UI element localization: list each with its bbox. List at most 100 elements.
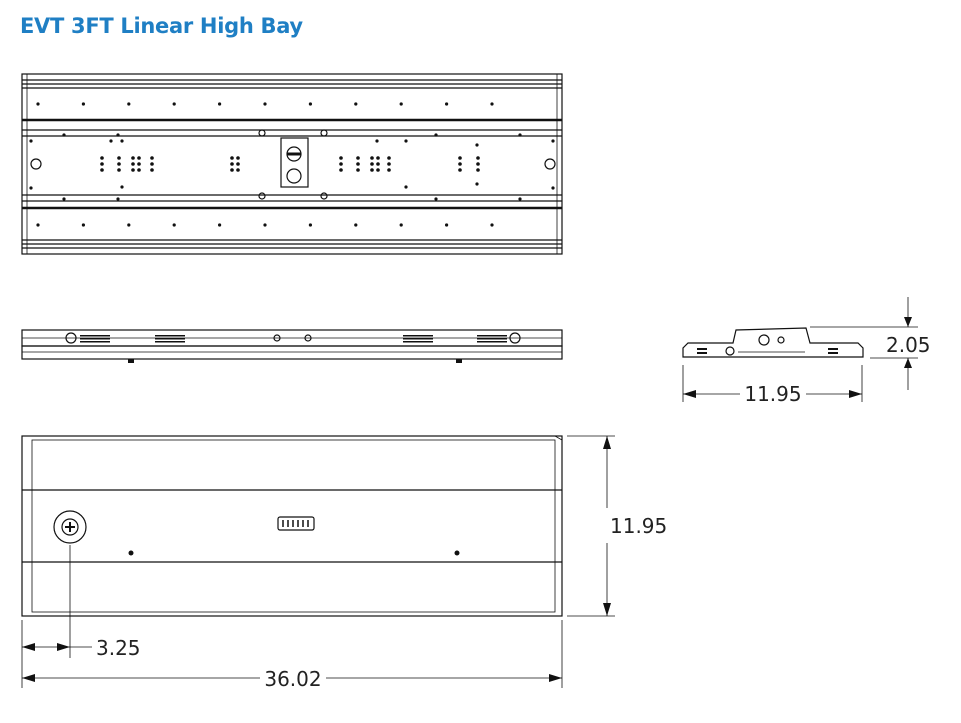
mounting-hole bbox=[263, 102, 267, 106]
vent-slot bbox=[403, 335, 433, 337]
mounting-hole bbox=[236, 156, 240, 160]
mounting-hole bbox=[100, 168, 104, 172]
mounting-hole bbox=[551, 139, 555, 143]
mounting-hole bbox=[387, 168, 391, 172]
mounting-hole bbox=[62, 197, 66, 201]
mounting-hole bbox=[29, 139, 33, 143]
mounting-hole bbox=[116, 133, 120, 137]
mounting-hole bbox=[127, 102, 131, 106]
top-view bbox=[21, 73, 563, 255]
mounting-hole bbox=[404, 139, 408, 143]
mounting-hole bbox=[399, 223, 403, 227]
mounting-hole bbox=[475, 143, 479, 147]
mounting-hole bbox=[81, 223, 85, 227]
mounting-hole bbox=[356, 168, 360, 172]
mounting-hole bbox=[120, 185, 124, 189]
mounting-hole bbox=[308, 102, 312, 106]
mounting-hole bbox=[445, 102, 449, 106]
mounting-hole bbox=[375, 139, 379, 143]
mounting-hole bbox=[131, 156, 135, 160]
bottom-view bbox=[21, 435, 615, 688]
mounting-hole bbox=[475, 182, 479, 186]
vent-slot bbox=[477, 338, 507, 340]
mounting-hole bbox=[230, 162, 234, 166]
mounting-hole bbox=[354, 223, 358, 227]
mounting-hole bbox=[354, 102, 358, 106]
mounting-hole bbox=[434, 133, 438, 137]
mounting-hole bbox=[404, 185, 408, 189]
mounting-hole bbox=[117, 168, 121, 172]
mounting-hole bbox=[36, 223, 40, 227]
mounting-hole bbox=[376, 156, 380, 160]
mounting-hole bbox=[62, 133, 66, 137]
vent-slot bbox=[155, 338, 185, 340]
mounting-hole bbox=[476, 168, 480, 172]
mounting-hole bbox=[116, 197, 120, 201]
mounting-hole bbox=[236, 168, 240, 172]
mounting-hole bbox=[476, 156, 480, 160]
mounting-hole bbox=[127, 223, 131, 227]
mounting-hole bbox=[458, 156, 462, 160]
mounting-hole bbox=[218, 223, 222, 227]
mounting-hole bbox=[137, 162, 141, 166]
page-title: EVT 3FT Linear High Bay bbox=[20, 14, 303, 38]
mounting-hole bbox=[399, 102, 403, 106]
mounting-hole bbox=[137, 156, 141, 160]
width-dimension: 11.95 bbox=[610, 514, 667, 538]
mounting-hole bbox=[36, 102, 40, 106]
vent-slot bbox=[403, 341, 433, 343]
vent-slot bbox=[403, 338, 433, 340]
mounting-hole bbox=[29, 186, 33, 190]
mounting-hole bbox=[476, 162, 480, 166]
mounting-hole bbox=[172, 102, 176, 106]
vent-slot bbox=[155, 341, 185, 343]
mounting-hole bbox=[230, 168, 234, 172]
mounting-hole bbox=[376, 162, 380, 166]
vent-slot bbox=[80, 338, 110, 340]
mounting-hole bbox=[458, 168, 462, 172]
mounting-hole bbox=[339, 168, 343, 172]
mounting-hole bbox=[109, 139, 113, 143]
mounting-hole bbox=[172, 223, 176, 227]
vent-slot bbox=[477, 341, 507, 343]
vent-slot bbox=[80, 341, 110, 343]
mounting-hole bbox=[518, 133, 522, 137]
mounting-hole bbox=[230, 156, 234, 160]
mounting-hole bbox=[150, 168, 154, 172]
mounting-hole bbox=[117, 162, 121, 166]
mounting-hole bbox=[81, 102, 85, 106]
mounting-hole bbox=[308, 223, 312, 227]
mounting-hole bbox=[120, 139, 124, 143]
mounting-hole bbox=[356, 156, 360, 160]
mounting-hole bbox=[376, 168, 380, 172]
mounting-hole bbox=[100, 156, 104, 160]
end-height-dimension: 2.05 bbox=[886, 333, 931, 357]
mounting-hole bbox=[100, 162, 104, 166]
overall-length-dimension: 36.02 bbox=[264, 667, 321, 691]
mounting-hole bbox=[387, 156, 391, 160]
mounting-hole bbox=[551, 186, 555, 190]
mounting-hole bbox=[387, 162, 391, 166]
mounting-hole bbox=[490, 102, 494, 106]
sensor-offset-dimension: 3.25 bbox=[96, 636, 141, 660]
mounting-hole bbox=[117, 156, 121, 160]
mounting-hole bbox=[131, 168, 135, 172]
mounting-hole bbox=[434, 197, 438, 201]
mounting-hole bbox=[339, 156, 343, 160]
vent-slot bbox=[477, 335, 507, 337]
mounting-hole bbox=[490, 223, 494, 227]
mounting-hole bbox=[150, 156, 154, 160]
mounting-hole bbox=[370, 162, 374, 166]
end-view bbox=[682, 297, 918, 402]
mounting-hole bbox=[370, 156, 374, 160]
mounting-hole bbox=[518, 197, 522, 201]
mounting-hole bbox=[445, 223, 449, 227]
side-view bbox=[21, 329, 563, 363]
mounting-hole bbox=[218, 102, 222, 106]
mounting-hole bbox=[236, 162, 240, 166]
mounting-hole bbox=[458, 162, 462, 166]
mounting-hole bbox=[356, 162, 360, 166]
mounting-hole bbox=[150, 162, 154, 166]
mounting-hole bbox=[131, 162, 135, 166]
